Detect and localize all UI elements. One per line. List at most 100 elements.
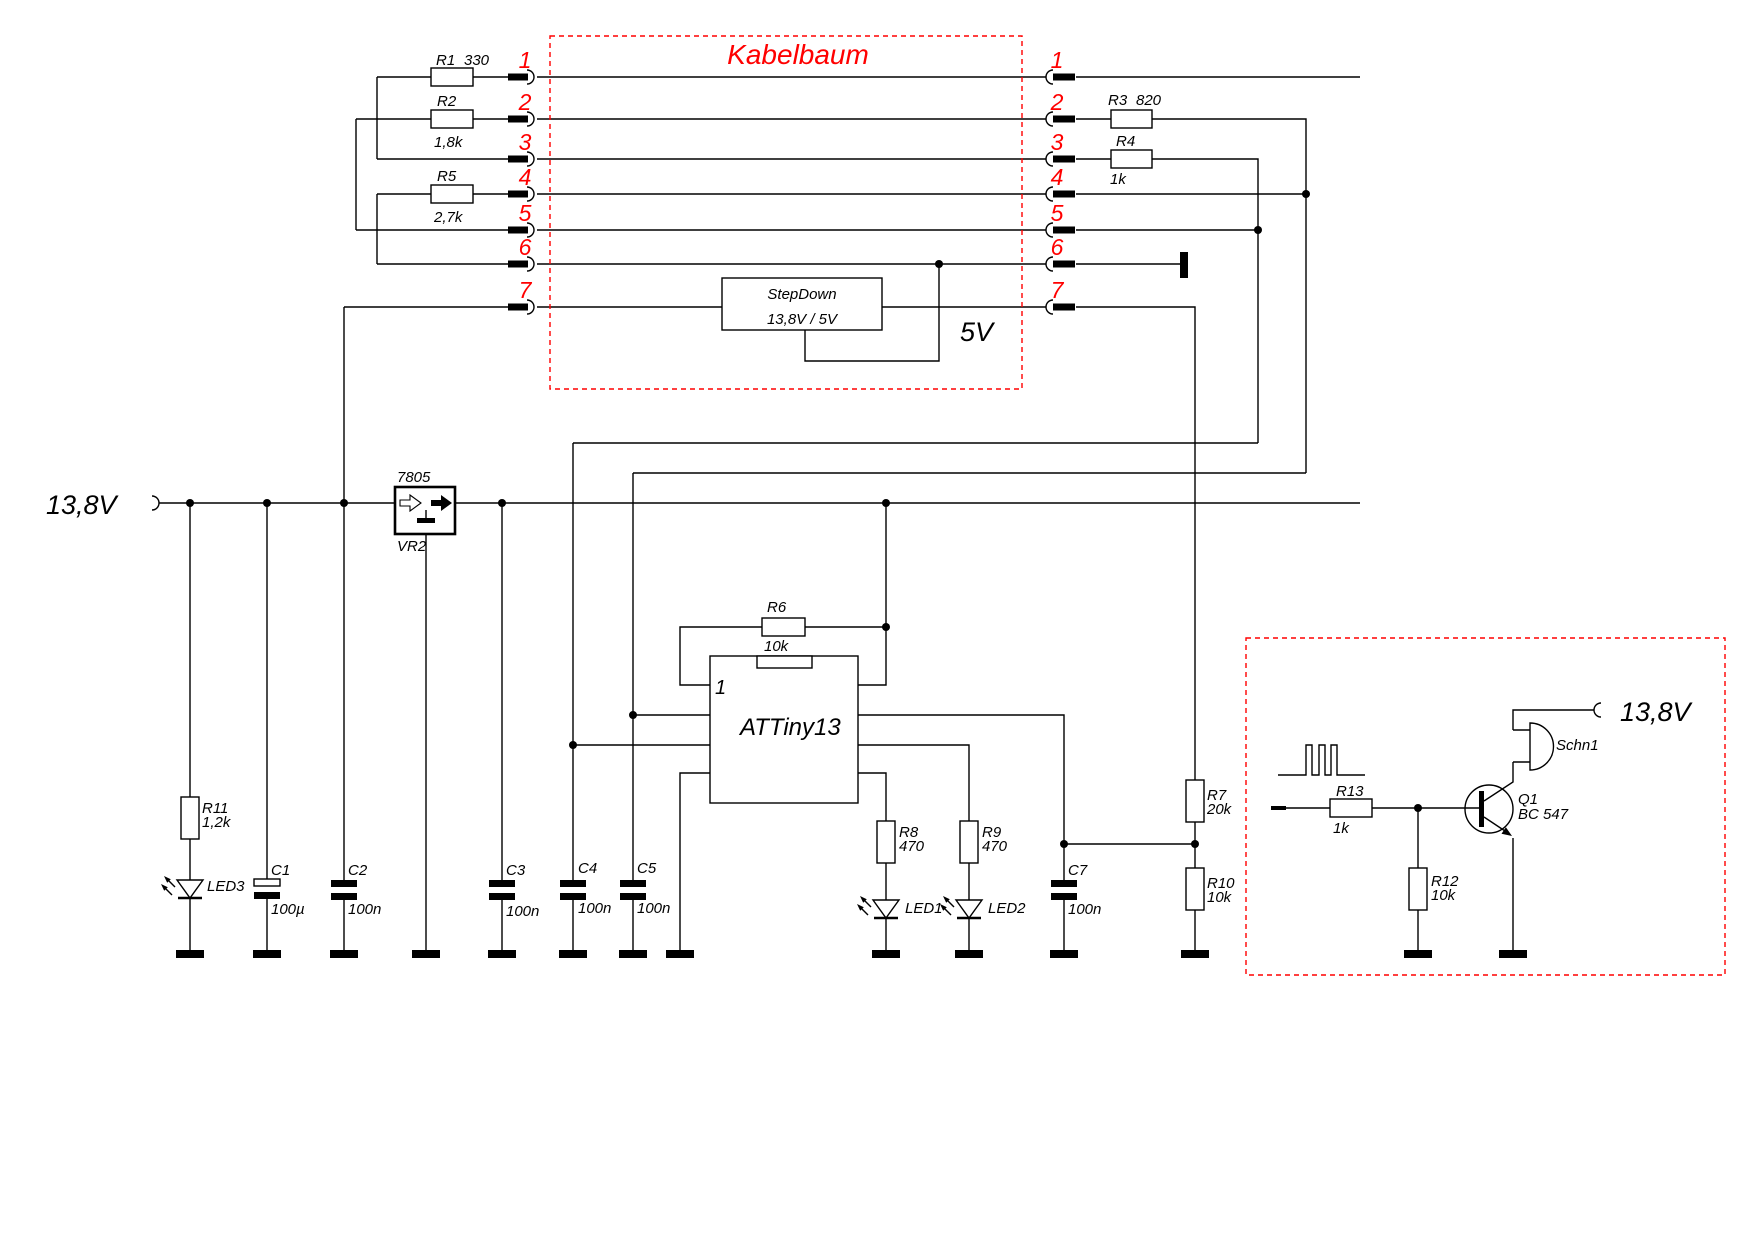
right-pin-number: 5 — [1051, 200, 1064, 226]
ref-label: R1 — [436, 52, 455, 69]
ref-label: C2 — [348, 862, 368, 879]
resistor-r8: R8 470 — [876, 820, 925, 864]
ref-label: C4 — [578, 860, 597, 877]
voltage-regulator-7805: 7805 VR2 — [393, 469, 457, 555]
value-label: 100n — [1068, 901, 1101, 918]
pulse-waveform — [1278, 744, 1365, 776]
right-supply-label: 13,8V — [1620, 697, 1694, 727]
ref-label: R11 — [202, 800, 228, 817]
regulator-part-label: 7805 — [397, 469, 431, 486]
stepdown-module: StepDown 13,8V / 5V — [721, 277, 883, 331]
ref-label: LED3 — [207, 878, 245, 895]
left-pin-number: 7 — [519, 277, 533, 303]
resistor-r12: R12 10k — [1408, 867, 1459, 911]
terminal-arc-icon — [1593, 702, 1602, 718]
resistor-r1: R1 330 — [430, 52, 490, 87]
capacitor-c7: C7 100n — [1051, 862, 1101, 918]
regulator-ref-label: VR2 — [397, 538, 427, 555]
value-label: 470 — [899, 838, 925, 855]
ref-label: C1 — [271, 862, 290, 879]
value-label: 330 — [464, 52, 490, 69]
value-label: 10k — [1207, 889, 1233, 906]
transistor-q1: Q1 BC 547 — [1464, 784, 1569, 836]
capacitor-c1: C1 100µ — [253, 862, 305, 918]
value-label: 1,2k — [202, 814, 232, 831]
driver-frame — [1245, 637, 1726, 976]
resistor-r2: R2 1,8k — [430, 93, 474, 151]
ref-label: R10 — [1207, 875, 1235, 892]
kabelbaum-title: Kabelbaum — [727, 39, 869, 70]
value-label: BC 547 — [1518, 806, 1569, 823]
value-label: 100n — [348, 901, 381, 918]
ref-label: R9 — [982, 824, 1002, 841]
resistor-r6: R6 10k — [761, 599, 806, 655]
capacitor-c5: C5 100n — [620, 860, 670, 917]
left-pin-number: 5 — [519, 200, 532, 226]
led-led3: LED3 — [159, 874, 245, 900]
value-label: 820 — [1136, 92, 1162, 109]
right-pin-number: 3 — [1051, 129, 1064, 155]
resistor-r10: R10 10k — [1185, 867, 1235, 911]
ground-symbols — [176, 950, 1527, 958]
ref-label: R2 — [437, 93, 457, 110]
capacitor-c3: C3 100n — [489, 862, 539, 920]
emitter-arrow-icon — [1501, 827, 1512, 836]
capacitor-c2: C2 100n — [331, 862, 381, 918]
left-pin-number: 1 — [519, 47, 532, 73]
value-label: 1,8k — [434, 134, 464, 151]
value-label: 20k — [1206, 801, 1233, 818]
kabelbaum-frame — [549, 35, 1023, 390]
ref-label: R7 — [1207, 787, 1227, 804]
value-label: 1k — [1110, 171, 1127, 188]
input-arrow-icon — [399, 493, 422, 513]
value-label: 100n — [506, 903, 539, 920]
mcu-name-label: ATTiny13 — [738, 714, 841, 741]
ref-label: C3 — [506, 862, 526, 879]
wiring — [159, 76, 1594, 950]
right-pin-number: 1 — [1051, 47, 1064, 73]
ref-label: C7 — [1068, 862, 1088, 879]
switch-schn1: Schn1 — [1529, 722, 1599, 771]
junction-dots — [186, 190, 1422, 848]
ref-label: R8 — [899, 824, 919, 841]
led-led2: LED2 — [938, 894, 1026, 920]
right-connector: 1 2 3 4 5 6 7 — [1045, 47, 1076, 315]
value-label: 100n — [578, 900, 611, 917]
ground-glyph-icon — [417, 518, 435, 523]
resistor-r9: R9 470 — [959, 820, 1008, 864]
ref-label: R6 — [767, 599, 787, 616]
mcu-attiny13: 1 ATTiny13 — [709, 655, 859, 804]
left-pin-number: 3 — [519, 129, 532, 155]
led-led1: LED1 — [855, 894, 943, 920]
value-label: 1k — [1333, 820, 1350, 837]
resistor-r7: R7 20k — [1185, 779, 1233, 823]
output-arrow-icon — [431, 495, 452, 511]
resistor-r11: R11 1,2k — [180, 796, 232, 840]
left-pin-number: 2 — [518, 89, 532, 115]
ref-label: LED1 — [905, 900, 943, 917]
value-label: 470 — [982, 838, 1008, 855]
right-supply-terminal: 13,8V — [1593, 697, 1694, 727]
pin6-terminator-bar — [1180, 252, 1188, 278]
left-supply-label: 13,8V — [46, 490, 120, 520]
stepdown-ratio: 13,8V / 5V — [767, 311, 839, 328]
five-volt-label: 5V — [960, 317, 996, 347]
resistor-r5: R5 2,7k — [430, 168, 474, 226]
ref-label: R5 — [437, 168, 457, 185]
value-label: 100µ — [271, 901, 305, 918]
left-pin-number: 6 — [519, 234, 532, 260]
ref-label: R13 — [1336, 783, 1364, 800]
left-pin-number: 4 — [519, 164, 532, 190]
resistor-r3: R3 820 — [1108, 92, 1162, 129]
resistor-r4: R4 1k — [1110, 133, 1153, 188]
left-supply-terminal: 13,8V — [46, 490, 160, 520]
left-connector: 1 2 3 4 5 6 7 — [507, 47, 535, 315]
terminal-arc-icon — [151, 495, 160, 511]
right-pin-number: 7 — [1051, 277, 1065, 303]
stepdown-name: StepDown — [767, 286, 836, 303]
ref-label: R3 — [1108, 92, 1128, 109]
right-pin-number: 2 — [1050, 89, 1064, 115]
value-label: 10k — [764, 638, 790, 655]
